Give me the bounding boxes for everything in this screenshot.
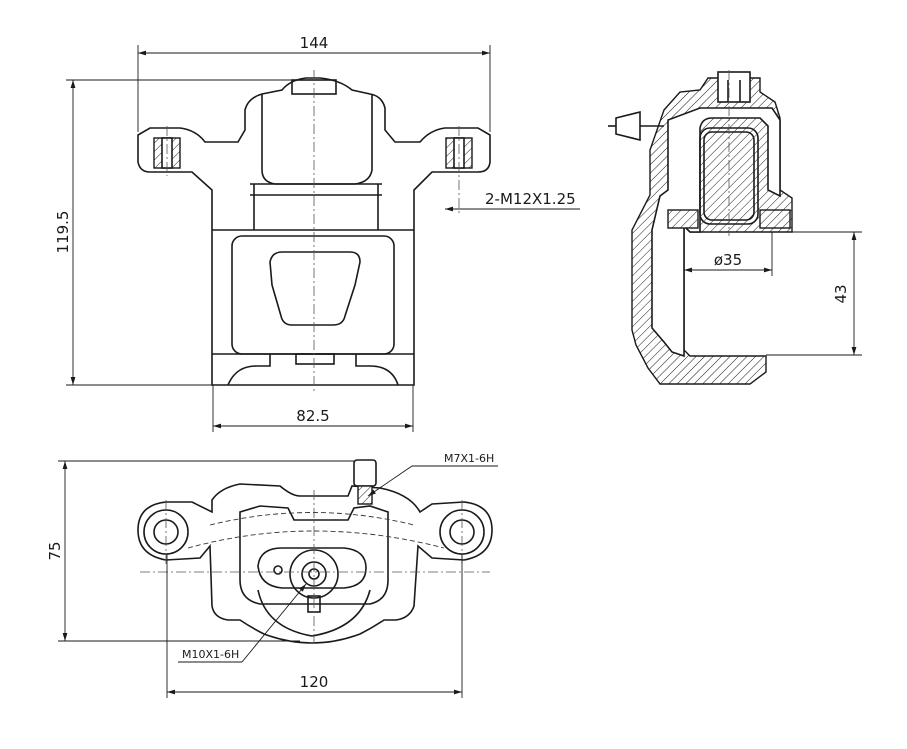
bleeder-callout: M7X1-6H — [367, 452, 498, 497]
seal-left — [667, 209, 699, 229]
dimension-overall-width: 144 — [137, 34, 491, 132]
dim-depth-label: 43 — [832, 284, 850, 303]
section-view: ø35 43 — [608, 70, 862, 385]
seal-right — [759, 209, 791, 229]
dimension-bore: ø35 — [683, 232, 773, 276]
inner-window-pocket — [269, 251, 361, 326]
dimension-bottom-width: 120 — [166, 554, 463, 698]
bottom-inner-frame — [239, 505, 389, 605]
inlet-callout-label: M10X1-6H — [182, 648, 239, 661]
dimension-height: 119.5 — [54, 79, 312, 386]
dim-bore-label: ø35 — [714, 251, 742, 269]
dimension-depth: 43 — [766, 231, 862, 356]
dim-bottom-height-label: 75 — [46, 541, 64, 560]
bottom-boss — [295, 353, 335, 365]
thread-callout-label: 2-M12X1.25 — [485, 190, 576, 208]
bottom-view: 75 120 — [46, 452, 498, 698]
dim-height-label: 119.5 — [54, 211, 72, 254]
dimension-body-width: 82.5 — [212, 385, 414, 432]
piston-housing — [261, 94, 373, 185]
bleeder-callout-label: M7X1-6H — [444, 452, 494, 465]
thread-callout: 2-M12X1.25 — [445, 190, 580, 212]
dim-bottom-width-label: 120 — [300, 673, 329, 691]
bottom-body-outline — [137, 483, 493, 644]
piston-lobe — [257, 547, 367, 589]
bottom-lip — [227, 354, 399, 386]
small-port — [273, 565, 283, 575]
front-body-outline — [137, 77, 491, 386]
dimension-bottom-height: 75 — [46, 460, 356, 642]
inlet-callout: M10X1-6H — [178, 583, 307, 663]
inspection-window — [231, 235, 395, 355]
section-bleeder — [717, 71, 751, 103]
bottom-arch — [257, 589, 371, 637]
dim-overall-width-label: 144 — [300, 34, 329, 52]
dim-body-width-label: 82.5 — [296, 407, 329, 425]
front-view: 144 119.5 — [54, 34, 580, 432]
section-cavity — [651, 107, 781, 358]
section-inlet-fitting — [615, 110, 641, 142]
bleeder-nipple — [353, 459, 377, 487]
